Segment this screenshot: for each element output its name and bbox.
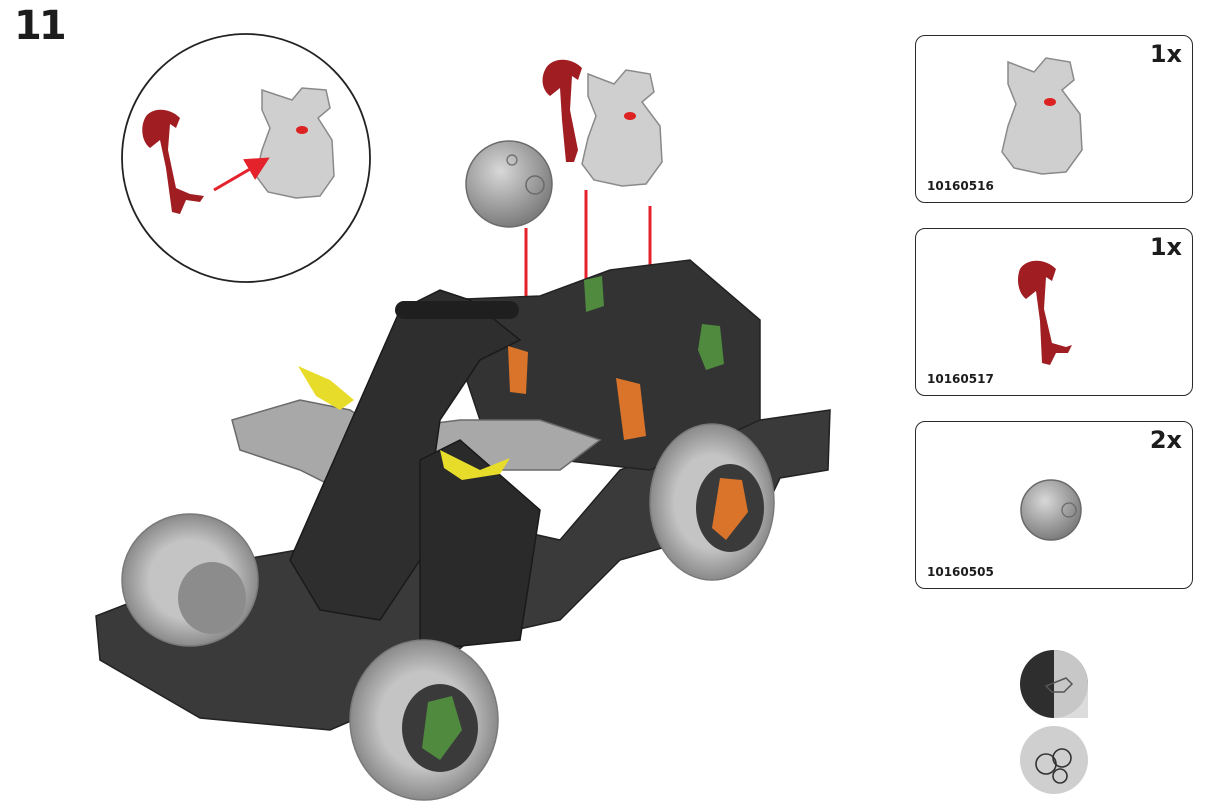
floating-ball-icon [465,140,553,228]
gray-ball-icon [1020,479,1082,541]
part-quantity: 1x [1149,40,1182,68]
callout-axe-icon [142,109,204,214]
assembly-illustration [95,33,831,801]
front-right-wheel [349,639,499,801]
floating-gargoyle-icon [581,69,663,187]
part-quantity: 1x [1149,233,1182,261]
red-axe-icon [1018,260,1072,365]
part-box-gargoyle: 1x 10160516 [915,35,1193,203]
floating-axe-icon [542,59,582,162]
kart-model [95,259,831,801]
detail-callout-circle [121,33,371,283]
part-box-ball: 2x 10160505 [915,421,1193,589]
part-box-axe: 1x 10160517 [915,228,1193,396]
balls-zoom-icon [1020,726,1088,794]
front-left-wheel [121,513,259,647]
part-code: 10160517 [927,372,994,386]
callout-gargoyle-icon [255,87,335,199]
detail-zoom-icon [1020,650,1088,718]
rear-right-wheel [649,423,775,581]
part-quantity: 2x [1149,426,1182,454]
part-code: 10160516 [927,179,994,193]
gargoyle-figure-icon [1001,57,1083,175]
step-number: 11 [14,3,67,49]
part-code: 10160505 [927,565,994,579]
